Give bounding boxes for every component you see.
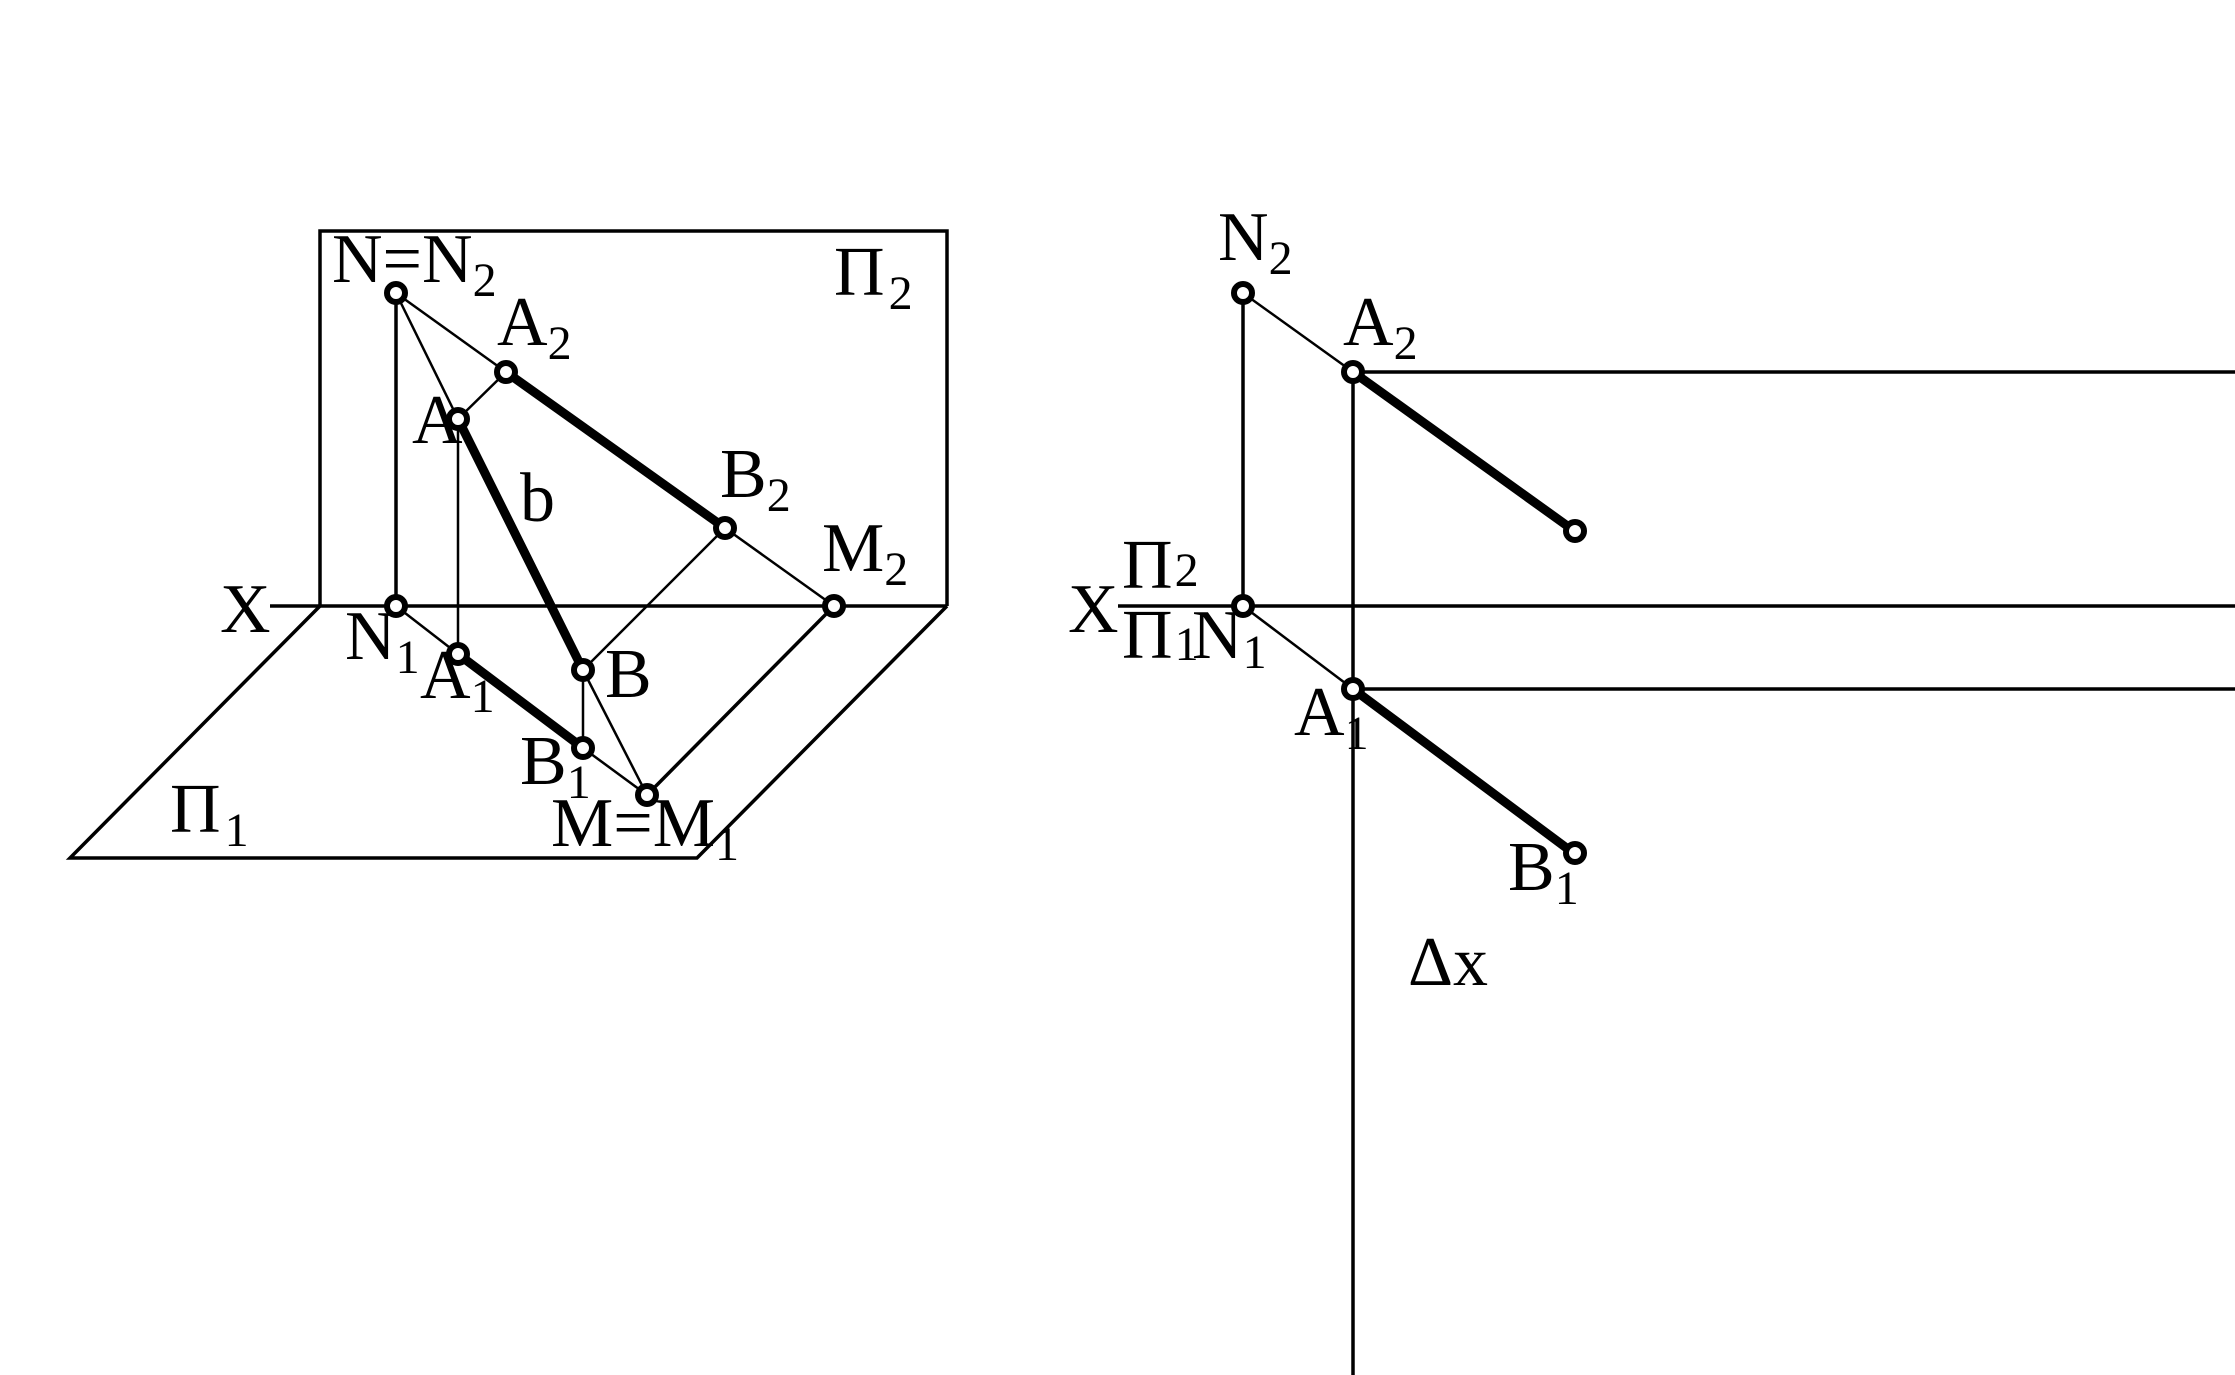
segment-a2-b2 [501, 367, 730, 533]
label-axis-x: X [220, 571, 271, 648]
label-point-a1: A1 [420, 637, 495, 723]
label-point-b2: B2 [720, 436, 791, 522]
label-point-a2-right: A2 [1343, 284, 1418, 370]
point-n2-marker-right [1231, 281, 1255, 305]
line-n2-a2 [1242, 291, 1354, 374]
label-delta-x-right: Δx [1408, 924, 1488, 1001]
point-n1-marker-right [1231, 594, 1255, 618]
point-a1-marker-right [1341, 677, 1365, 701]
point-b1-marker-right [1563, 841, 1587, 865]
horizontal-plane-outline [65, 604, 949, 860]
label-point-m2: M2 [822, 510, 908, 596]
segment-a2-b2-right [1348, 367, 1585, 540]
right-epure-view: N2 A2 X Π2 Π1 N1 A1 B1 Δx [1068, 199, 2235, 1375]
point-a2-marker [494, 360, 518, 384]
label-point-n1-right: N1 [1192, 597, 1267, 679]
line-b1-m [582, 746, 648, 797]
label-point-b1-right: B1 [1508, 829, 1579, 915]
line-b2-m2 [724, 526, 835, 608]
label-point-a: A [412, 382, 463, 459]
point-b2-marker-right [1563, 519, 1587, 543]
point-b-marker [571, 658, 595, 682]
label-point-a2: A2 [497, 284, 572, 370]
label-point-a1-right: A1 [1294, 674, 1369, 760]
label-axis-x-right: X [1068, 571, 1119, 648]
segment-a-b [453, 414, 588, 675]
label-plane-v-right: Π2 [1122, 527, 1199, 604]
left-axonometric-view: Π2 Π1 X N=N2 A2 A b B2 M2 N1 A1 B B1 M=M… [65, 221, 949, 871]
label-point-n2-right: N2 [1218, 199, 1293, 285]
label-plane-h: Π1 [170, 771, 249, 857]
label-point-m: M=M1 [551, 785, 739, 871]
label-point-n1: N1 [345, 598, 420, 684]
point-m-marker [635, 783, 659, 807]
label-plane-v: Π2 [834, 234, 913, 320]
line-n-a [394, 292, 460, 420]
point-n1-marker [384, 594, 408, 618]
point-a-marker [446, 407, 470, 431]
segment-a1-b1-right [1348, 684, 1585, 863]
label-plane-h-right: Π1 [1122, 597, 1199, 674]
frontal-plane-outline [318, 229, 949, 606]
label-line-b: b [520, 460, 555, 537]
link-b-b2 [582, 527, 726, 671]
line-n-a2 [395, 291, 507, 374]
point-m2-marker [822, 594, 846, 618]
point-n-marker [384, 281, 408, 305]
segment-a1-b1 [453, 649, 588, 753]
point-b1-marker [571, 736, 595, 760]
point-b2-marker [713, 516, 737, 540]
line-b-m [581, 669, 649, 796]
line-n1-a1 [1242, 605, 1354, 690]
label-point-b1: B1 [520, 723, 591, 809]
point-a1-marker [446, 642, 470, 666]
link-m-m2 [645, 604, 836, 797]
point-a2-marker-right [1341, 360, 1365, 384]
label-point-n: N=N2 [332, 221, 497, 307]
line-n1-a1 [395, 605, 459, 655]
label-point-b: B [605, 636, 652, 713]
